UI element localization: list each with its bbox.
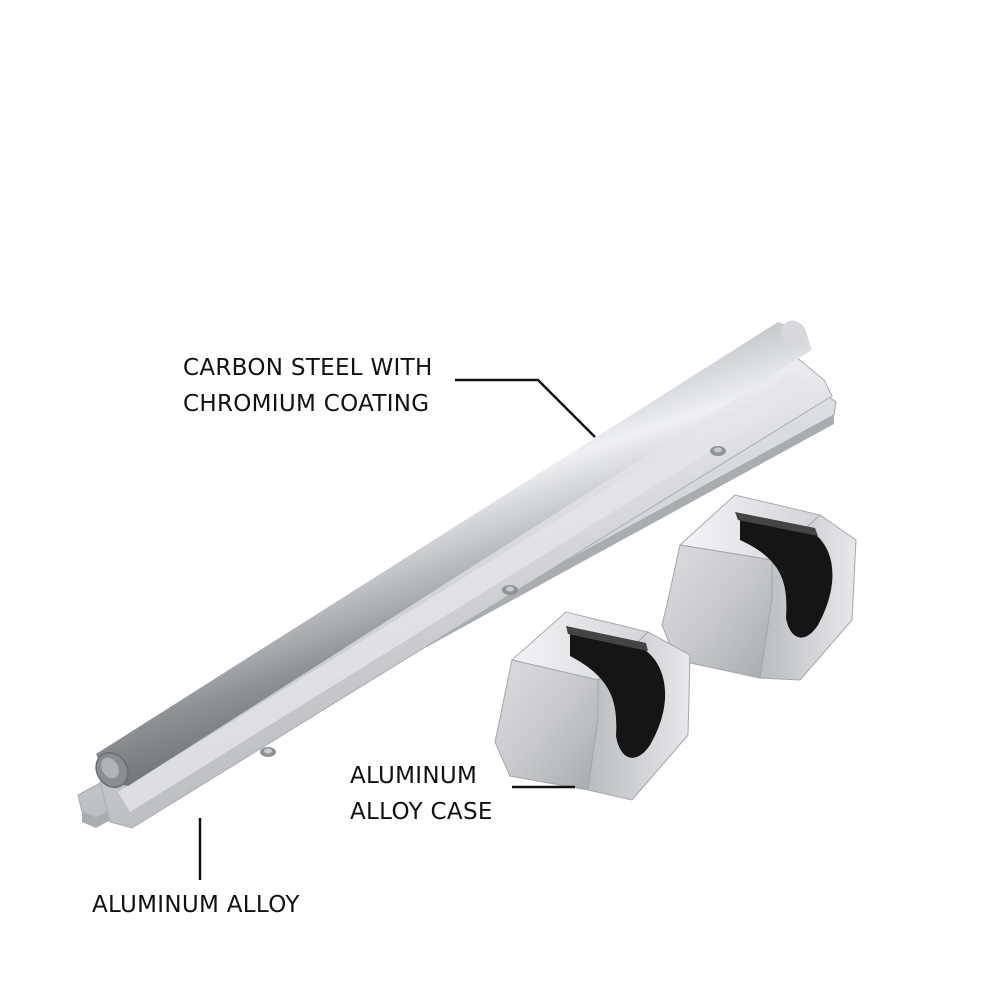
case-material-label: ALUMINUM ALLOY CASE [350, 758, 493, 830]
bearing-block-back [661, 494, 857, 681]
bearing-seal-ring [566, 626, 648, 651]
rod-label-line2: CHROMIUM COATING [183, 391, 430, 417]
bearing-seal-ring [735, 512, 818, 536]
base-material-label: ALUMINUM ALLOY [92, 887, 300, 923]
base-label-line1: ALUMINUM ALLOY [92, 892, 300, 918]
rod-callout-line [455, 378, 596, 438]
block-front [494, 659, 599, 791]
rail-support-face [118, 372, 812, 812]
case-label-line1: ALUMINUM [350, 763, 478, 789]
rod-label-line1: CARBON STEEL WITH [183, 355, 433, 381]
chrome-rod [96, 322, 812, 786]
mounting-hole [714, 447, 722, 453]
rod-material-label: CARBON STEEL WITH CHROMIUM COATING [183, 350, 433, 422]
chrome-rod-end-highlight [101, 757, 119, 779]
bearing-seal [570, 632, 666, 758]
callout-lines [198, 378, 596, 880]
linear-rail [77, 320, 837, 829]
bearing-seal [740, 518, 833, 638]
mounting-hole [506, 586, 514, 592]
bearing-block-front [494, 611, 691, 801]
mounting-hole [264, 748, 272, 754]
chrome-rod-far-end [781, 320, 807, 348]
case-label-line2: ALLOY CASE [350, 799, 493, 825]
